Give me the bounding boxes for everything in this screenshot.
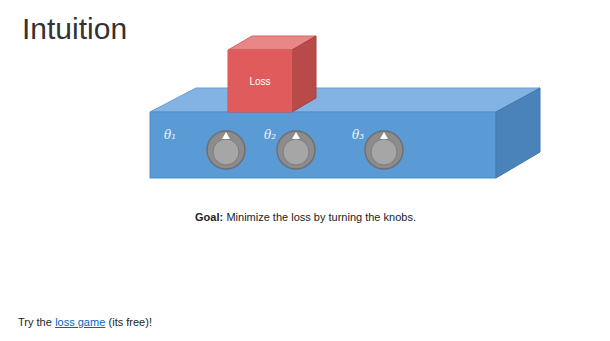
knob-label: θ₂ xyxy=(264,128,276,142)
loss-cube: Loss xyxy=(228,50,292,112)
knob-label: θ₃ xyxy=(352,128,364,142)
note-text: Try the xyxy=(18,316,52,328)
note-text: (its free)! xyxy=(109,316,152,328)
caption-bold: Goal: xyxy=(195,211,223,223)
footer-note: Try theloss game (its free)! xyxy=(18,316,152,328)
node-text: Loss xyxy=(249,76,270,87)
slide-title: Intuition xyxy=(22,12,127,46)
caption-line: Goal:Minimize the loss by turning the kn… xyxy=(195,211,416,223)
knob-label: θ₁ xyxy=(164,128,176,142)
note-link: loss game xyxy=(55,316,105,328)
caption-text: Minimize the loss by turning the knobs. xyxy=(226,211,416,223)
